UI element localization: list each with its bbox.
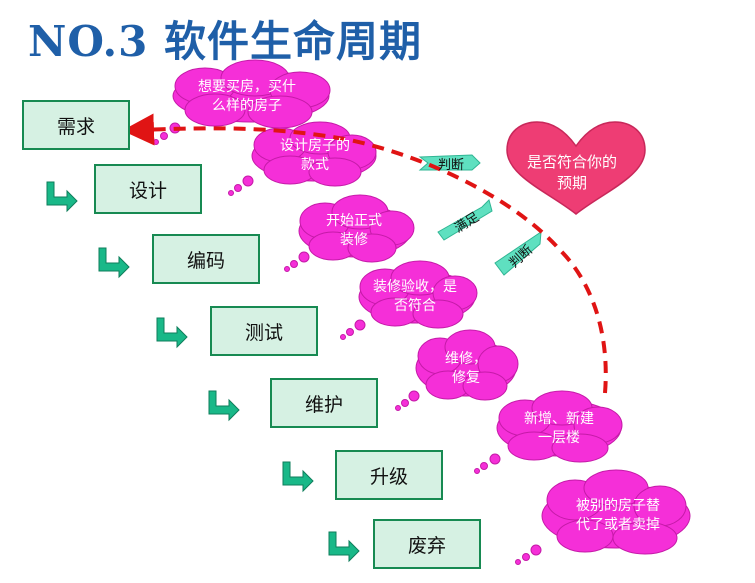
cloud-text: 开始正式装修 — [326, 213, 382, 248]
stage-box-retire: 废弃 — [373, 519, 481, 569]
cloud-shape — [228, 121, 377, 196]
dashed-arrow — [122, 113, 608, 394]
cloud-text: 设计房子的款式 — [280, 138, 350, 173]
step-arrow-icon — [156, 317, 188, 349]
cloud-shape — [153, 59, 331, 145]
heart-text: 是否符合你的预期 — [527, 153, 618, 192]
cloud-shape — [340, 260, 478, 340]
step-arrow-icon — [328, 531, 360, 563]
step-arrow-icon — [208, 390, 240, 422]
cloud-text: 装修验收，是否符合 — [373, 279, 457, 314]
cloud-text: 新增、新建一层楼 — [524, 411, 594, 446]
cloud-text: 维修，修复 — [445, 351, 487, 386]
cloud-shape — [474, 390, 623, 474]
label-arrow-icon — [494, 231, 542, 276]
stage-box-requirement: 需求 — [22, 100, 130, 150]
heart-shape — [506, 121, 646, 215]
stage-box-design: 设计 — [94, 164, 202, 214]
stage-box-upgrade: 升级 — [335, 450, 443, 500]
cloud-shape — [395, 329, 519, 411]
cloud-shape — [284, 194, 415, 272]
label-arrow-icon — [437, 199, 493, 241]
cloud-shape — [515, 469, 691, 565]
step-arrow-icon — [282, 461, 314, 493]
page-title: NO.3 软件生命周期 — [28, 17, 422, 66]
step-arrow-icon — [46, 181, 78, 213]
label-judge-top: 判断 — [437, 158, 464, 173]
step-arrow-icon — [98, 247, 130, 279]
stage-box-testing: 测试 — [210, 306, 318, 356]
stage-box-coding: 编码 — [152, 234, 260, 284]
cloud-text: 被别的房子替代了或者卖掉 — [576, 498, 660, 533]
stage-box-maintenance: 维护 — [270, 378, 378, 428]
cloud-text: 想要买房，买什么样的房子 — [198, 79, 296, 114]
